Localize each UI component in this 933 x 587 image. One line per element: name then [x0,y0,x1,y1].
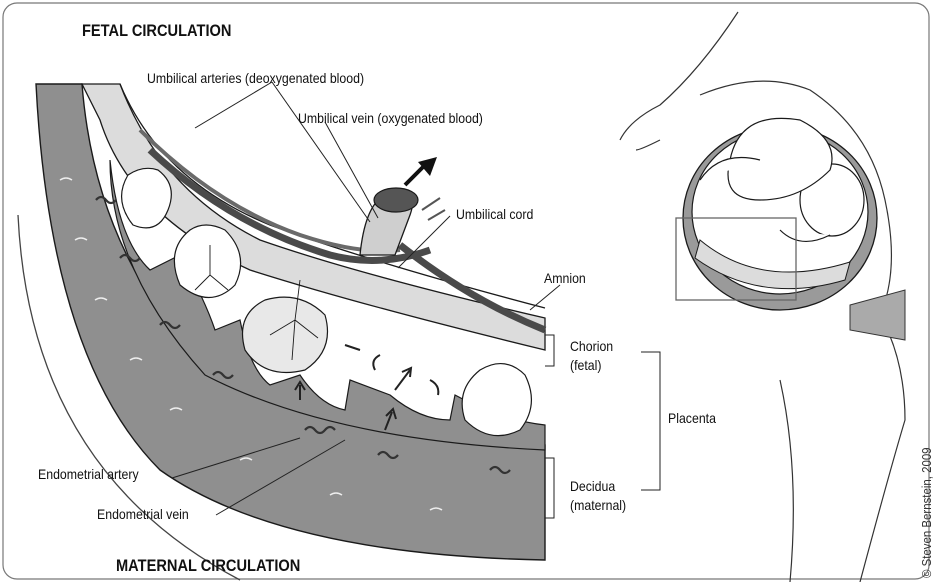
label-decidua: Decidua [570,478,615,494]
body-outline [620,12,738,140]
copyright-text: © Steven Bernstein, 2009 [919,447,933,578]
label-umbilical-cord: Umbilical cord [456,206,533,222]
umbilical-cord-cut-end [374,188,418,212]
label-placenta: Placenta [668,410,716,426]
label-decidua-maternal: (maternal) [570,497,626,513]
heading-maternal-circulation: MATERNAL CIRCULATION [116,557,300,575]
label-chorion-fetal: (fetal) [570,357,602,373]
cord-in-arrows [422,198,445,220]
cord-out-arrow [405,165,425,185]
label-endometrial-artery: Endometrial artery [38,466,139,482]
label-umbilical-arteries: Umbilical arteries (deoxygenated blood) [147,70,364,86]
lower-body [850,290,905,340]
label-amnion: Amnion [544,270,586,286]
label-umbilical-vein: Umbilical vein (oxygenated blood) [298,110,483,126]
label-endometrial-vein: Endometrial vein [97,506,189,522]
label-chorion: Chorion [570,338,613,354]
heading-fetal-circulation: FETAL CIRCULATION [82,22,231,40]
